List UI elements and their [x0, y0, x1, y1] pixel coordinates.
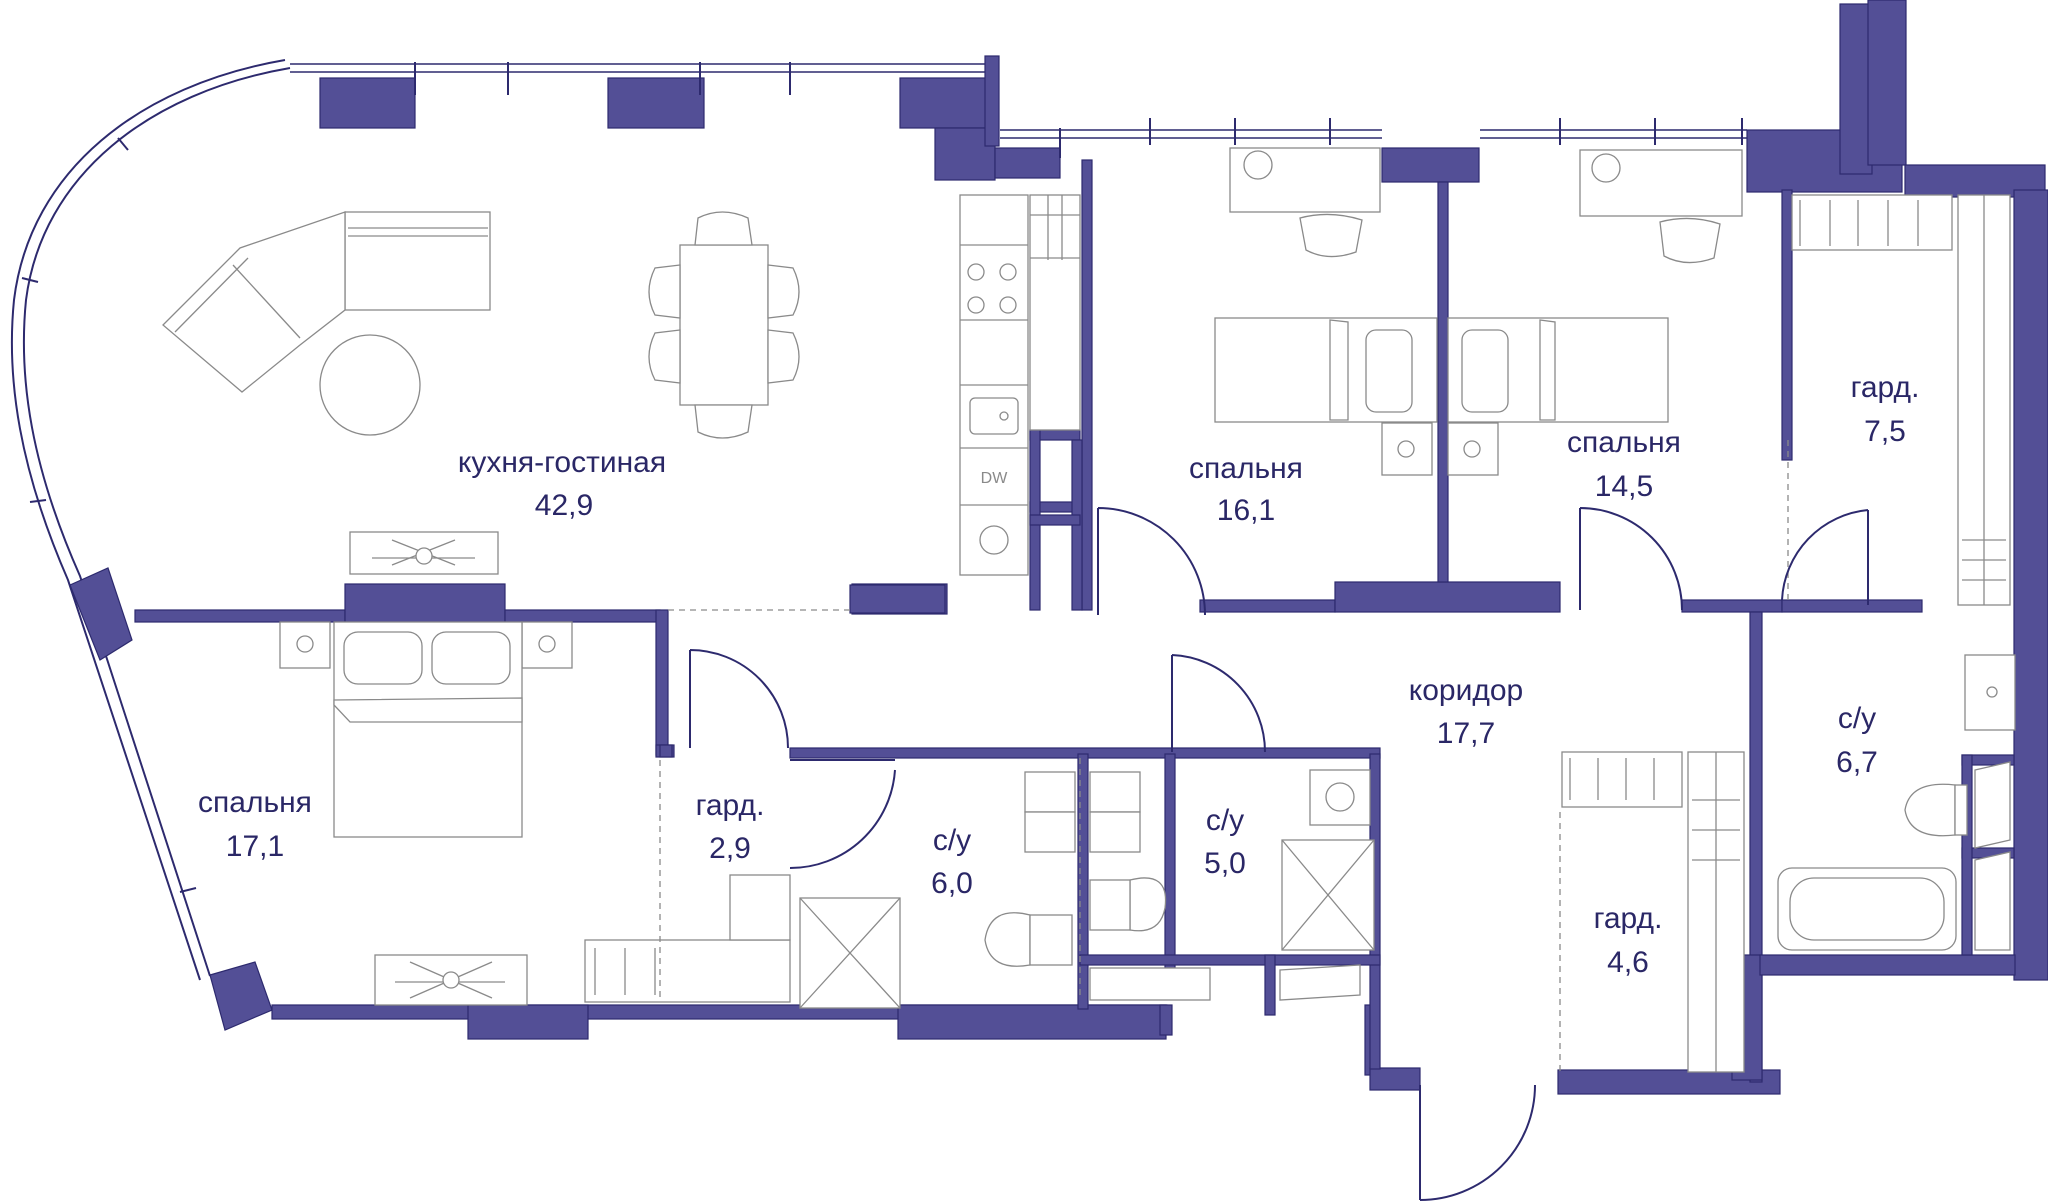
bedroom-171-furniture — [279, 621, 573, 1006]
sink-icon — [969, 397, 1019, 435]
walls — [69, 0, 2048, 1095]
bedrooms-top-furniture — [1214, 147, 1743, 476]
washer-icon — [979, 525, 1009, 555]
dishwasher-label: DW — [981, 470, 1009, 487]
washer-icon — [1325, 782, 1355, 812]
room-area-bedroom-145: 14,5 — [1595, 470, 1653, 503]
curved-facade — [10, 59, 985, 981]
room-name-wardrobe-75: гард. — [1851, 371, 1920, 404]
wardrobe-75 — [1787, 194, 2011, 606]
living-furniture — [162, 211, 852, 611]
room-area-bedroom-171: 17,1 — [226, 830, 284, 863]
coffee-table-icon — [319, 334, 421, 436]
room-name-bedroom-171: спальня — [198, 786, 312, 819]
room-area-corridor: 17,7 — [1437, 717, 1495, 750]
bathroom-60 — [799, 758, 1141, 1009]
room-area-bathroom-67: 6,7 — [1836, 746, 1878, 779]
room-name-bedroom-145: спальня — [1567, 426, 1681, 459]
room-name-corridor: коридор — [1409, 674, 1523, 707]
room-name-wardrobe-29: гард. — [696, 789, 765, 822]
room-area-bathroom-50: 5,0 — [1204, 847, 1246, 880]
room-labels: кухня-гостиная 42,9 спальня 16,1 спальня… — [198, 371, 1919, 979]
bathroom-67 — [1777, 654, 2016, 951]
kitchen-run: DW — [959, 194, 1081, 576]
room-area-kitchen-living: 42,9 — [535, 489, 593, 522]
window-mullions — [21, 62, 1743, 893]
room-area-bedroom-161: 16,1 — [1217, 494, 1275, 527]
room-name-kitchen-living: кухня-гостиная — [458, 446, 666, 479]
room-area-wardrobe-75: 7,5 — [1864, 415, 1906, 448]
room-name-bathroom-67: с/у — [1838, 702, 1876, 735]
doors — [689, 507, 1869, 1201]
room-name-bedroom-161: спальня — [1189, 452, 1303, 485]
room-name-bathroom-60: с/у — [933, 824, 971, 857]
bathroom-50 — [1089, 769, 1375, 1001]
cooktop-icon — [967, 263, 985, 281]
wardrobe-29 — [584, 760, 791, 1003]
room-area-wardrobe-29: 2,9 — [709, 832, 751, 865]
room-name-bathroom-50: с/у — [1206, 804, 1244, 837]
room-area-wardrobe-46: 4,6 — [1607, 946, 1649, 979]
room-name-wardrobe-46: гард. — [1594, 902, 1663, 935]
wardrobe-46 — [1559, 751, 1745, 1073]
room-area-bathroom-60: 6,0 — [931, 867, 973, 900]
